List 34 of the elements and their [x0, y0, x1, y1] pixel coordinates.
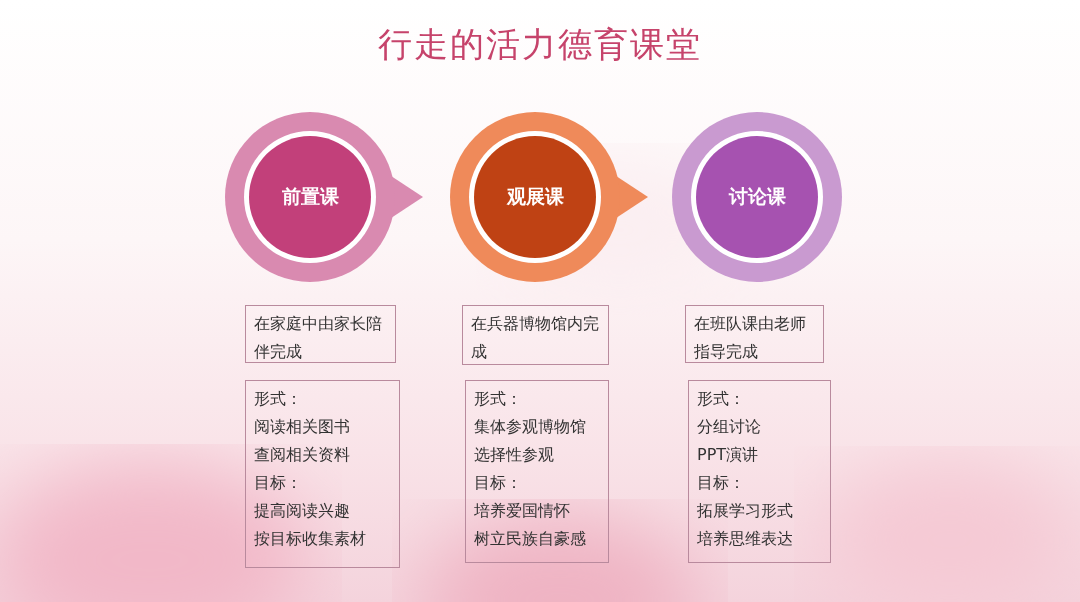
- circle-badge: [225, 112, 425, 282]
- circle-label: 讨论课: [727, 184, 787, 209]
- panel-text: 选择性参观: [474, 444, 555, 466]
- panel-text: 目标：: [254, 472, 303, 494]
- text-panel: [462, 305, 609, 365]
- panel-text: 形式：: [474, 388, 523, 410]
- text-panel: [688, 380, 831, 563]
- panel-text: 培养爱国情怀: [474, 500, 571, 522]
- panel-text: 提高阅读兴趣: [254, 500, 351, 522]
- panel-text: 在家庭中由家长陪伴完成: [254, 313, 383, 363]
- title: 行走的活力德育课堂: [377, 23, 703, 66]
- circle-badge: [450, 112, 650, 282]
- panel-text: 培养思维表达: [697, 528, 794, 550]
- panel-text: 按目标收集素材: [254, 528, 367, 550]
- panel-text: PPT演讲: [697, 444, 760, 466]
- circle-label: 前置课: [280, 184, 340, 209]
- panel-text: 目标：: [697, 472, 746, 494]
- panel-text: 形式：: [697, 388, 746, 410]
- text-panel: [465, 380, 609, 563]
- panel-text: 在兵器博物馆内完成: [471, 313, 600, 363]
- panel-text: 树立民族自豪感: [474, 528, 587, 550]
- panel-text: 集体参观博物馆: [474, 416, 587, 438]
- circle-label: 观展课: [505, 184, 565, 209]
- text-panel: [245, 305, 396, 363]
- panel-text: 目标：: [474, 472, 523, 494]
- panel-text: 阅读相关图书: [254, 416, 351, 438]
- panel-text: 形式：: [254, 388, 303, 410]
- text-panel: [245, 380, 400, 568]
- panel-text: 在班队课由老师指导完成: [694, 313, 807, 363]
- text-panel: [685, 305, 824, 363]
- panel-text: 分组讨论: [697, 416, 762, 438]
- panel-text: 查阅相关资料: [254, 444, 351, 466]
- circle-badge: [672, 112, 842, 282]
- panel-text: 拓展学习形式: [697, 500, 794, 522]
